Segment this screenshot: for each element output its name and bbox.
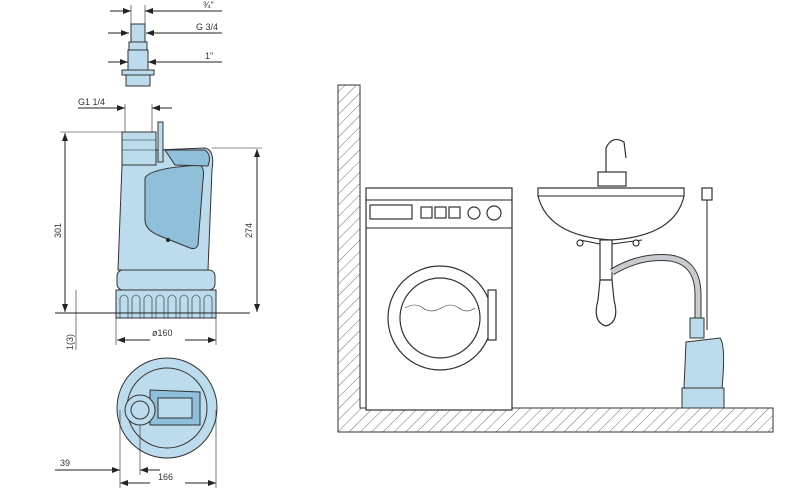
pump-side-view <box>55 104 262 350</box>
dim-166-label: 166 <box>158 472 173 482</box>
dim-301-label: 301 <box>53 223 63 238</box>
dim-three-quarter-label: ¾" <box>203 0 214 10</box>
dim-274-label: 274 <box>244 223 254 238</box>
wall-and-floor <box>337 84 774 433</box>
dim-water-level-label: 1(3) <box>65 334 75 350</box>
dim-160-label: ø160 <box>152 328 173 338</box>
washing-machine <box>365 187 513 411</box>
dim-g114-label: G1 1/4 <box>78 97 105 107</box>
dim-g34-label: G 3/4 <box>196 22 218 32</box>
sink <box>537 138 685 327</box>
hose-fitting-drawing <box>108 5 222 87</box>
pump-top-view <box>55 357 218 488</box>
dim-one-inch-label: 1" <box>205 51 213 61</box>
hose-and-pump <box>610 187 725 409</box>
dim-39-label: 39 <box>60 458 70 468</box>
